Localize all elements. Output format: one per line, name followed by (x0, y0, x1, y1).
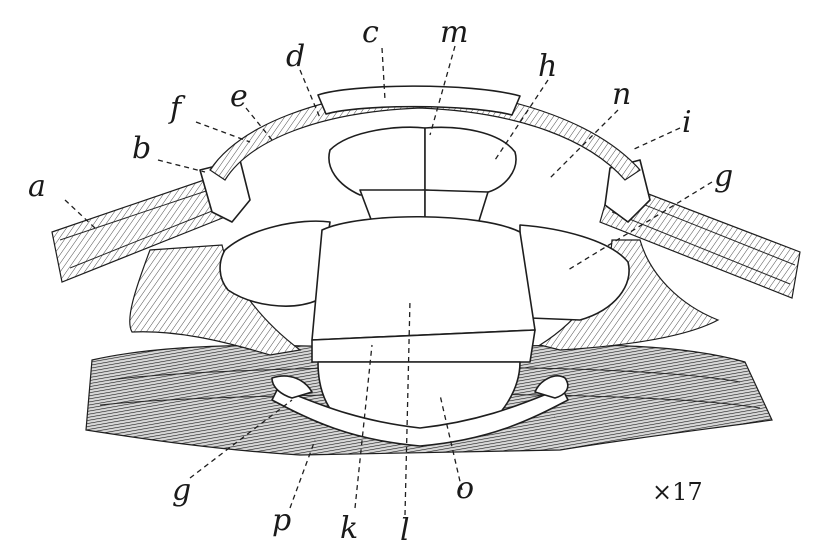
label-c: c (362, 15, 379, 50)
left-coxa (219, 220, 331, 307)
label-m: m (440, 15, 468, 50)
label-o: o (456, 471, 474, 506)
label-b: b (132, 131, 151, 166)
label-e: e (230, 79, 248, 114)
label-d: d (286, 39, 305, 74)
label-l: l (400, 513, 410, 548)
label-i: i (682, 105, 692, 140)
curved-band (271, 375, 569, 447)
pronotum-rim (209, 85, 641, 181)
part-labels: a b f e d c m h n i g g p k l o ×17 (28, 15, 733, 548)
label-f: f (168, 91, 186, 126)
sternum-plate (311, 215, 536, 363)
left-leg (51, 159, 251, 283)
label-g-right: g (714, 159, 733, 194)
label-p: p (272, 503, 291, 538)
magnification-label: ×17 (652, 478, 703, 506)
leader-lines (64, 45, 713, 516)
label-g-left: g (172, 473, 191, 508)
head-plates (328, 126, 517, 225)
label-k: k (340, 511, 358, 546)
right-leg (599, 159, 801, 299)
label-h: h (538, 49, 557, 84)
label-a: a (28, 169, 46, 204)
label-n: n (612, 77, 631, 112)
